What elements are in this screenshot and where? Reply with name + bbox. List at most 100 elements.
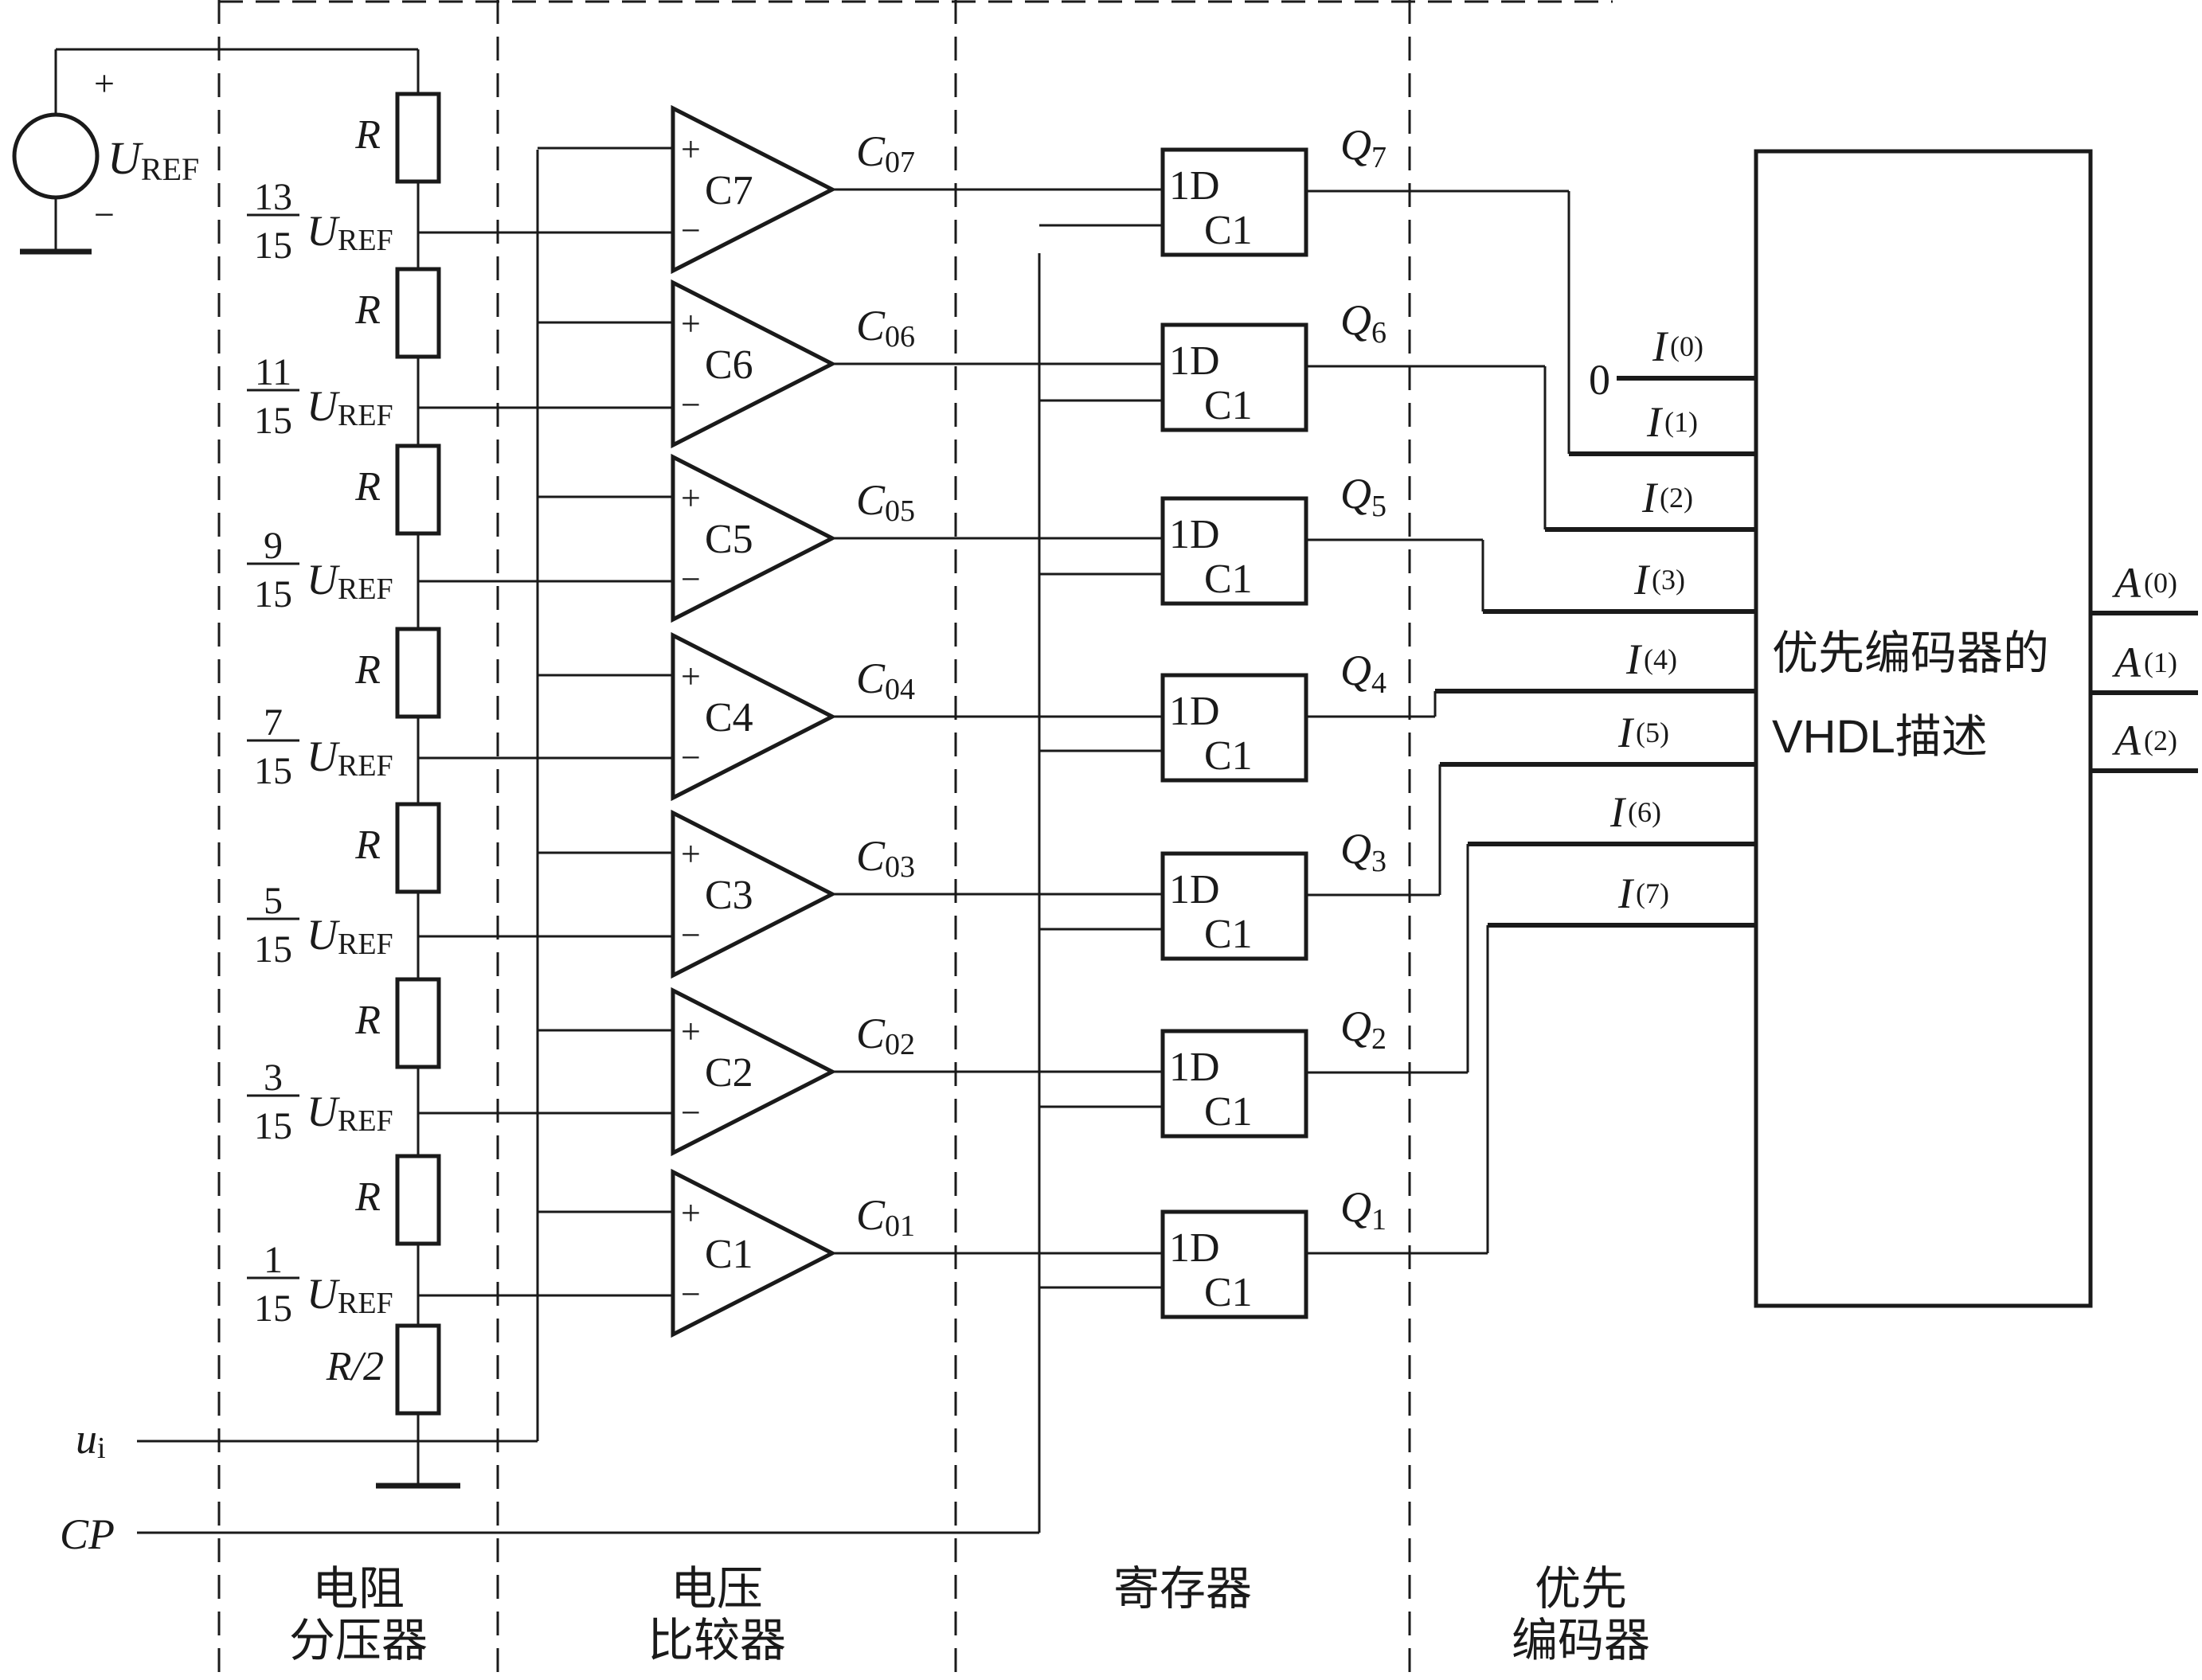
comparator-output-label: C04 — [856, 654, 915, 706]
fraction-uref: UREF — [307, 1088, 393, 1138]
comparator-c2 — [671, 987, 837, 1157]
fraction-uref: UREF — [307, 1270, 393, 1320]
comparator-name: C6 — [705, 342, 753, 388]
resistor-r — [395, 267, 441, 359]
resistor-r — [395, 977, 441, 1069]
flipflop-d-label: 1D — [1169, 163, 1220, 209]
comparator-minus-sign: − — [681, 1275, 701, 1314]
resistor-label: R — [354, 112, 381, 158]
fraction-denominator: 15 — [254, 1287, 292, 1330]
comparator-minus-sign: − — [681, 916, 701, 955]
comparator-c5 — [671, 453, 837, 623]
fraction-uref: UREF — [307, 911, 393, 961]
d-flip-flop — [1160, 673, 1308, 783]
resistor-r — [395, 92, 441, 184]
comparator-name: C1 — [705, 1232, 753, 1277]
encoder-input-label: I(5) — [1617, 709, 1669, 756]
fraction-denominator: 15 — [254, 928, 292, 971]
comparator-plus-sign: + — [681, 1012, 701, 1051]
resistor-r — [395, 443, 441, 536]
section-caption-line2: 分压器 — [289, 1615, 428, 1666]
circuit-components — [12, 92, 2093, 1416]
comparator-plus-sign: + — [681, 834, 701, 873]
reference-voltage-source — [12, 112, 100, 200]
comparator-output-label: C01 — [856, 1191, 915, 1243]
flipflop-d-label: 1D — [1169, 1045, 1220, 1090]
flipflop-clk-label: C1 — [1204, 1270, 1253, 1315]
flipflop-d-label: 1D — [1169, 867, 1220, 912]
comparator-plus-sign: + — [681, 657, 701, 696]
register-output-label: Q6 — [1340, 296, 1387, 350]
comparator-minus-sign: − — [681, 211, 701, 250]
encoder-input-label: I(1) — [1646, 398, 1698, 446]
circuit-wires — [20, 48, 2198, 1534]
comparator-minus-sign: − — [681, 738, 701, 777]
priority-encoder-block — [1754, 149, 2093, 1308]
register-output-label: Q3 — [1340, 825, 1387, 878]
uref-label: UREF — [108, 132, 199, 187]
fraction-denominator: 15 — [254, 400, 292, 442]
fraction-numerator: 1 — [264, 1239, 283, 1281]
encoder-output-label: A(2) — [2112, 717, 2177, 764]
resistor-label: R — [354, 998, 381, 1043]
comparator-minus-sign: − — [681, 560, 701, 599]
fraction-denominator: 15 — [254, 225, 292, 267]
comparator-name: C7 — [705, 168, 753, 213]
comparator-plus-sign: + — [681, 130, 701, 169]
fraction-uref: UREF — [307, 382, 393, 432]
section-caption-line1: 优先 — [1535, 1563, 1627, 1615]
comparator-c4 — [671, 631, 837, 802]
fraction-uref: UREF — [307, 207, 393, 257]
comparator-output-label: C05 — [856, 476, 915, 528]
comparator-plus-sign: + — [681, 1194, 701, 1233]
encoder-title-line2: VHDL描述 — [1772, 711, 1988, 763]
source-plus-sign: + — [94, 63, 115, 104]
resistor-label: R — [354, 647, 381, 693]
resistor-r — [395, 627, 441, 719]
encoder-input-label: I(6) — [1609, 788, 1661, 836]
comparator-c1 — [671, 1168, 837, 1338]
comparator-minus-sign: − — [681, 385, 701, 424]
flipflop-clk-label: C1 — [1204, 1089, 1253, 1135]
comparator-name: C2 — [705, 1050, 753, 1096]
resistor-label: R — [354, 822, 381, 868]
register-output-label: Q1 — [1340, 1183, 1387, 1237]
comparator-name: C5 — [705, 517, 753, 562]
fraction-numerator: 11 — [255, 351, 291, 393]
register-output-label: Q7 — [1340, 121, 1387, 174]
comparator-plus-sign: + — [681, 304, 701, 343]
fraction-numerator: 7 — [264, 701, 283, 744]
resistor-r — [395, 1154, 441, 1246]
fraction-numerator: 9 — [264, 525, 283, 567]
section-caption-line2: 编码器 — [1512, 1615, 1650, 1666]
fraction-numerator: 3 — [264, 1057, 283, 1099]
comparator-output-label: C03 — [856, 832, 915, 884]
register-output-label: Q4 — [1340, 647, 1387, 700]
fraction-denominator: 15 — [254, 750, 292, 792]
encoder-input-label: I(2) — [1641, 474, 1693, 522]
comparator-output-label: C07 — [856, 127, 915, 179]
section-caption-line1: 电阻 — [312, 1563, 405, 1615]
flipflop-d-label: 1D — [1169, 338, 1220, 384]
encoder-output-label: A(1) — [2112, 639, 2177, 686]
resistor-label-r-half: R/2 — [326, 1344, 384, 1389]
comparator-minus-sign: − — [681, 1093, 701, 1132]
ui-label: ui — [76, 1415, 106, 1465]
comparator-c3 — [671, 809, 837, 979]
d-flip-flop — [1160, 147, 1308, 257]
d-flip-flop — [1160, 1209, 1308, 1319]
resistor-r — [395, 802, 441, 894]
section-dashed-boundaries — [217, 0, 1613, 1680]
comparator-name: C3 — [705, 873, 753, 918]
flipflop-clk-label: C1 — [1204, 912, 1253, 957]
fraction-denominator: 15 — [254, 573, 292, 615]
fraction-numerator: 5 — [264, 880, 283, 922]
d-flip-flop — [1160, 1029, 1308, 1139]
encoder-input-label: I(0) — [1652, 322, 1703, 370]
resistor-label: R — [354, 464, 381, 510]
encoder-input-label: I(7) — [1617, 869, 1669, 917]
d-flip-flop — [1160, 322, 1308, 432]
register-output-label: Q2 — [1340, 1002, 1387, 1056]
source-minus-sign: − — [94, 194, 115, 235]
flipflop-d-label: 1D — [1169, 1225, 1220, 1271]
